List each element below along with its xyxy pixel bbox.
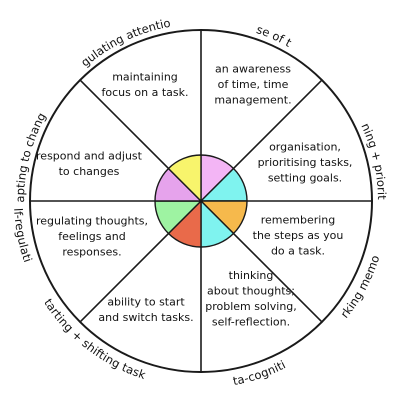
segment-description-line: ability to start bbox=[107, 295, 185, 308]
segment-description-starting-shifting-tasks: ability to start and switch tasks. bbox=[98, 295, 193, 324]
segment-description-line: feelings and bbox=[58, 230, 125, 243]
spoke-line bbox=[232, 79, 323, 170]
segment-description-line: regulating thoughts, bbox=[36, 215, 148, 228]
segment-description-line: organisation, bbox=[269, 141, 341, 154]
segment-description-meta-cognition: thinking about thoughts; problem solving, s… bbox=[205, 269, 297, 329]
spoke-line bbox=[232, 232, 323, 323]
spoke-line bbox=[79, 232, 170, 323]
segment-description-line: respond and adjust bbox=[36, 149, 143, 162]
segment-description-line: maintaining bbox=[112, 70, 178, 83]
segment-description-planning-prioritising: organisation, prioritising tasks, setting … bbox=[258, 141, 353, 185]
segment-description-self-regulation: regulating thoughts, feelings and response… bbox=[36, 215, 148, 259]
wheel-spokes bbox=[29, 29, 373, 373]
segment-description-adapting-to-changes: respond and adjust to changes bbox=[36, 149, 143, 178]
segment-description-line: setting goals. bbox=[268, 172, 342, 185]
segment-description-line: an awareness bbox=[215, 63, 291, 76]
segment-description-regulating-attention: maintaining focus on a task. bbox=[102, 70, 189, 99]
center-hub bbox=[154, 154, 248, 248]
segment-description-line: and switch tasks. bbox=[98, 311, 193, 324]
segment-description-line: management. bbox=[214, 94, 291, 107]
segment-description-sense-of-time: an awareness of time, time management. bbox=[214, 63, 291, 107]
segment-description-line: remembering bbox=[261, 214, 336, 227]
segment-description-line: responses. bbox=[62, 246, 121, 259]
segment-description-line: problem solving, bbox=[205, 300, 297, 313]
segment-description-line: about thoughts; bbox=[207, 284, 295, 297]
segment-descriptions: an awareness of time, time management. orga… bbox=[36, 63, 352, 329]
hub-slice-regulating-attention bbox=[167, 154, 202, 202]
segment-description-line: of time, time bbox=[218, 78, 289, 91]
segment-label-self-regulation: self-regulation bbox=[0, 0, 35, 264]
segment-label-text: self-regulation bbox=[0, 0, 35, 264]
segment-description-line: thinking bbox=[229, 269, 274, 282]
segment-description-working-memory: remembering the steps as you do a task. bbox=[253, 214, 344, 258]
segment-description-line: self-reflection. bbox=[212, 315, 290, 328]
segment-description-line: prioritising tasks, bbox=[258, 156, 353, 169]
segment-description-line: do a task. bbox=[271, 245, 325, 258]
segment-description-line: focus on a task. bbox=[102, 86, 189, 99]
spoke-line bbox=[79, 79, 170, 170]
segment-description-line: to changes bbox=[59, 165, 120, 178]
segment-description-line: the steps as you bbox=[253, 229, 344, 242]
